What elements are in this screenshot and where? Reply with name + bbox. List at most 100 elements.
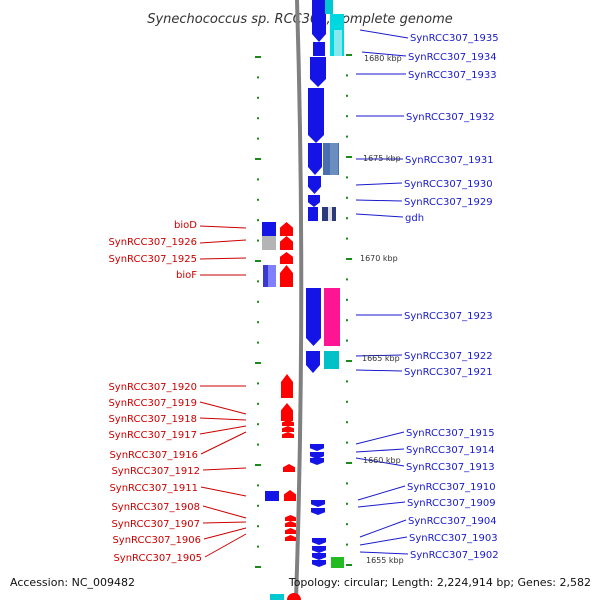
ruler-tick — [346, 360, 352, 362]
ruler-tick — [346, 94, 348, 97]
gene-label[interactable]: SynRCC307_1907 — [111, 519, 200, 530]
gene-label[interactable]: SynRCC307_1903 — [409, 533, 498, 544]
pink-feature — [324, 288, 340, 346]
ruler-tick — [257, 300, 259, 303]
genome-summary-text: Topology: circular; Length: 2,224,914 bp… — [288, 576, 591, 589]
gene-label[interactable]: SynRCC307_1902 — [410, 550, 499, 561]
gene-label[interactable]: SynRCC307_1922 — [404, 351, 493, 362]
gene-label[interactable]: SynRCC307_1923 — [404, 311, 493, 322]
leader-line — [357, 485, 406, 501]
gene-label[interactable]: SynRCC307_1932 — [406, 112, 495, 123]
gene-label[interactable]: SynRCC307_1909 — [407, 498, 496, 509]
forward-gene-arrow — [312, 538, 326, 545]
gene-label[interactable]: SynRCC307_1920 — [108, 382, 197, 393]
ruler-tick — [346, 543, 348, 546]
gene-label[interactable]: bioF — [176, 270, 197, 281]
gene-label[interactable]: SynRCC307_1933 — [408, 70, 497, 81]
forward-gene-arrow — [310, 452, 324, 459]
gene-label[interactable]: SynRCC307_1930 — [404, 179, 493, 190]
reverse-gene-arrow — [282, 426, 294, 432]
leader-line — [200, 431, 247, 455]
ruler-tick — [346, 319, 348, 322]
gene-label[interactable]: SynRCC307_1916 — [109, 450, 198, 461]
ruler-tick — [257, 219, 259, 222]
reverse-gene-arrow — [285, 521, 296, 527]
ruler-tick — [346, 564, 352, 566]
leader-line — [200, 486, 247, 497]
forward-gene-arrow — [310, 444, 324, 451]
gene-label[interactable]: SynRCC307_1919 — [108, 398, 197, 409]
ruler-label: 1665 kbp — [362, 354, 400, 363]
cyan-feature — [324, 351, 339, 369]
leader-line — [204, 533, 247, 558]
reverse-gene-arrow — [280, 265, 293, 287]
reverse-gene-arrow — [283, 464, 295, 472]
gene-label[interactable]: SynRCC307_1912 — [111, 466, 200, 477]
ruler-tick — [346, 441, 348, 444]
ruler-tick — [257, 382, 259, 385]
cyan-feature — [270, 594, 284, 600]
leader-line — [199, 239, 247, 244]
gene-label[interactable]: SynRCC307_1914 — [406, 445, 495, 456]
gene-label[interactable]: gdh — [405, 213, 424, 224]
gene-label[interactable]: SynRCC307_1904 — [408, 516, 497, 527]
gene-label[interactable]: SynRCC307_1910 — [407, 482, 496, 493]
leader-line — [355, 354, 403, 357]
reverse-gene-arrow — [287, 593, 301, 600]
ruler-tick — [257, 137, 259, 140]
leader-line — [199, 425, 247, 435]
gene-label[interactable]: SynRCC307_1911 — [109, 483, 198, 494]
forward-gene-arrow — [308, 195, 320, 207]
leader-line — [359, 536, 408, 546]
ruler-tick — [346, 462, 352, 464]
ruler-tick — [346, 421, 348, 424]
ruler-tick — [257, 402, 259, 405]
gene-label[interactable]: SynRCC307_1908 — [111, 502, 200, 513]
ruler-tick — [346, 156, 352, 158]
cyan-feature — [334, 30, 342, 56]
genome-backbone — [294, 0, 304, 600]
gene-label[interactable]: SynRCC307_1934 — [408, 52, 497, 63]
leader-line — [361, 51, 407, 57]
gene-label[interactable]: SynRCC307_1913 — [406, 462, 495, 473]
gene-label[interactable]: SynRCC307_1915 — [406, 428, 495, 439]
forward-gene-arrow — [306, 288, 321, 346]
ruler-tick — [257, 321, 259, 324]
leader-line — [355, 369, 403, 372]
leader-line — [199, 225, 247, 229]
gene-label[interactable]: bioD — [174, 220, 197, 231]
ruler-tick — [257, 178, 259, 181]
forward-gene-arrow — [312, 546, 326, 553]
ruler-tick — [255, 464, 261, 466]
ruler-tick — [257, 484, 259, 487]
forward-gene-arrow — [306, 351, 320, 373]
ruler-tick — [346, 278, 348, 281]
ruler-tick — [346, 482, 348, 485]
gene-label[interactable]: SynRCC307_1917 — [108, 430, 197, 441]
leader-line — [355, 213, 404, 218]
ruler-tick — [255, 158, 261, 160]
cyan-feature — [325, 0, 333, 14]
gene-label[interactable]: SynRCC307_1906 — [112, 535, 201, 546]
leader-line — [357, 501, 406, 508]
leader-line — [202, 505, 247, 519]
gene-label[interactable]: SynRCC307_1931 — [405, 155, 494, 166]
gene-label[interactable]: SynRCC307_1935 — [410, 33, 499, 44]
label-leader-lines — [199, 29, 409, 558]
gene-label[interactable]: SynRCC307_1929 — [404, 197, 493, 208]
ruler-tick — [346, 339, 348, 342]
forward-gene-arrow — [310, 57, 326, 87]
gene-label[interactable]: SynRCC307_1918 — [108, 414, 197, 425]
gene-label[interactable]: SynRCC307_1905 — [113, 553, 202, 564]
gene-label[interactable]: SynRCC307_1926 — [108, 237, 197, 248]
leader-line — [359, 551, 409, 555]
steel-feature — [330, 143, 338, 175]
ruler-label: 1655 kbp — [366, 556, 404, 565]
gene-label[interactable]: SynRCC307_1925 — [108, 254, 197, 265]
leader-line — [355, 182, 403, 186]
accession-text: Accession: NC_009482 — [10, 576, 135, 589]
gene-label[interactable]: SynRCC307_1921 — [404, 367, 493, 378]
leader-line — [199, 257, 247, 260]
forward-gene-arrow — [312, 553, 326, 560]
reverse-gene-arrow — [282, 432, 294, 438]
